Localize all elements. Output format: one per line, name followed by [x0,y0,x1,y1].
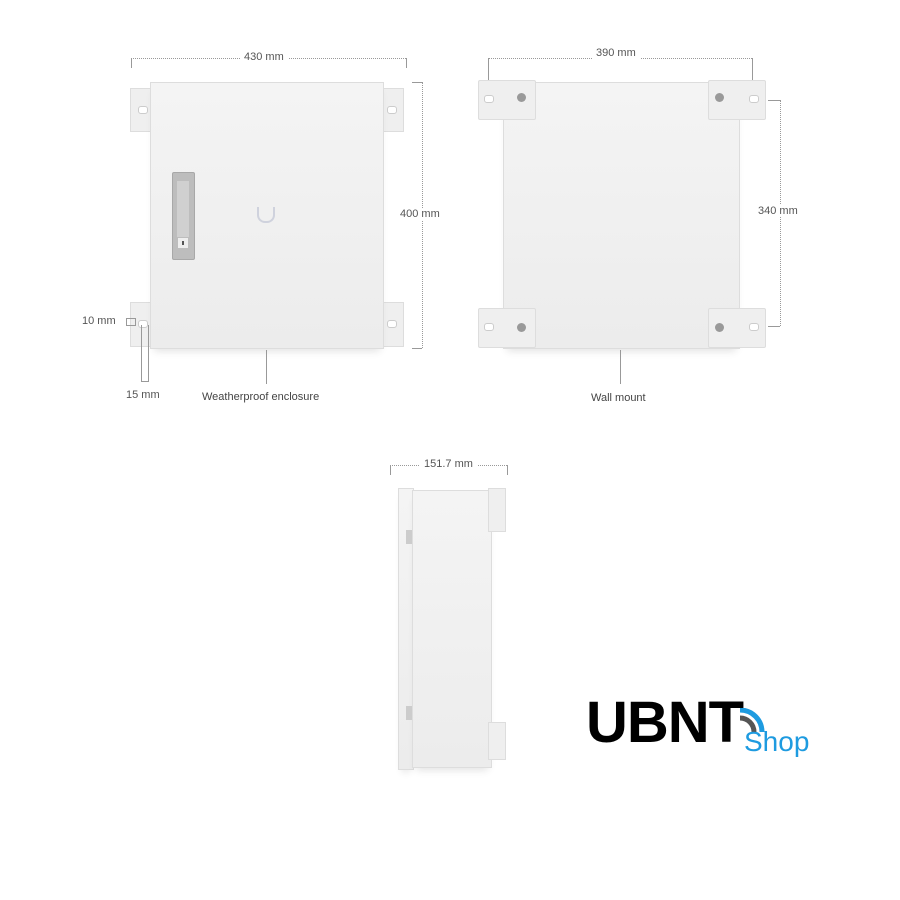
dimension-tick [131,58,132,68]
wifi-signal-icon [739,708,765,733]
ubnt-shop-logo-text: UBNT [586,690,744,755]
mounting-hole [138,320,148,328]
side-depth-label: 151.7 mm [420,458,477,470]
dimension-tick [412,348,422,349]
screw-icon [715,93,724,102]
mounting-hole [484,95,494,103]
dimension-tick [768,326,780,327]
depth-marker [141,325,149,382]
ubnt-shop-logo-suffix: Shop [744,726,810,757]
wifi-outer-arc [739,708,765,733]
mounting-hole [749,323,759,331]
mounting-hole [387,320,397,328]
caption-leader-line [620,350,621,384]
caption-leader-line [266,350,267,384]
dimension-tick [406,58,407,68]
flange-marker [126,318,136,326]
side-bracket [488,722,506,760]
flange-width-label: 10 mm [82,315,116,327]
flange-depth-label: 15 mm [122,389,164,401]
wall-mount-bracket [708,308,766,348]
dimension-tick [412,82,422,83]
mounting-hole [387,106,397,114]
dimension-tick [488,58,489,80]
front-height-label: 400 mm [396,208,444,220]
back-height-label: 340 mm [754,205,802,217]
screw-icon [517,323,526,332]
handle-grip [177,181,189,237]
dimension-tick [752,58,753,80]
hinge [406,706,412,720]
enclosure-back-panel [503,82,740,349]
hinge [406,530,412,544]
screw-icon [517,93,526,102]
mounting-hole [484,323,494,331]
enclosure-side-body [412,490,492,768]
door-handle [172,172,195,260]
front-view-caption: Weatherproof enclosure [202,391,320,403]
wall-mount-bracket [478,80,536,120]
back-view-caption: Wall mount [591,392,646,404]
keyhole [182,241,184,245]
mounting-hole [138,106,148,114]
wall-mount-bracket [478,308,536,348]
side-bracket [488,488,506,532]
dimension-tick [768,100,780,101]
back-width-label: 390 mm [592,47,640,59]
wifi-inner-arc [739,715,757,733]
screw-icon [715,323,724,332]
mounting-hole [749,95,759,103]
lock-icon [178,238,188,248]
ubiquiti-logo-icon [257,207,275,223]
dimension-tick [390,465,391,475]
front-width-label: 430 mm [240,51,288,63]
dimension-tick [507,465,508,475]
wall-mount-bracket [708,80,766,120]
